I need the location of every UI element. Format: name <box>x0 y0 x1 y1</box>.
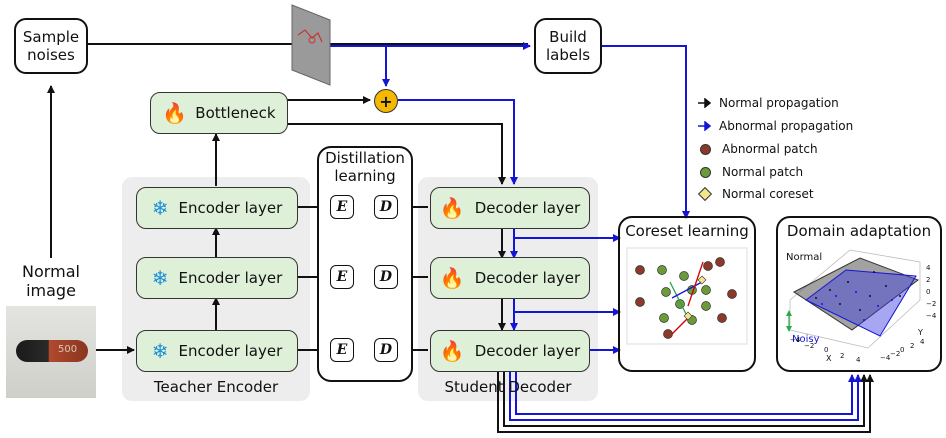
decoder-layer-label: Decoder layer <box>474 199 581 217</box>
encoder-feature-e2: E <box>330 265 354 289</box>
flame-icon: 🔥 <box>439 339 465 363</box>
student-decoder-label: Student Decoder <box>444 378 572 396</box>
encoder-layer-label: Encoder layer <box>178 342 283 360</box>
capsule-image <box>16 340 88 362</box>
encoder-layer-label: Encoder layer <box>178 199 283 217</box>
y-tick: 4 <box>920 338 925 346</box>
flame-icon: 🔥 <box>439 266 465 290</box>
x-tick: 4 <box>856 356 861 364</box>
normal-image-label: Normal image <box>22 262 80 300</box>
z-tick: 0 <box>926 288 931 296</box>
arrow-plus-to-decoder <box>398 99 518 185</box>
legend-abnormal-patch: Abnormal patch <box>700 142 818 156</box>
encoder-layer-label: Encoder layer <box>178 269 283 287</box>
plot-z-ticks: 4 2 0 −2 −4 <box>926 262 936 322</box>
distillation-label: Distillation learning <box>325 149 405 185</box>
plot-normal-label: Normal <box>786 252 823 263</box>
snowflake-icon: ❄ <box>151 266 169 290</box>
noise-image <box>291 4 331 86</box>
arrow-bottleneck-to-decoder <box>287 123 506 185</box>
blue-arrow-icon <box>698 121 712 131</box>
black-arrow-icon <box>698 98 712 108</box>
decoder-feature-d2: D <box>374 265 398 289</box>
z-tick: 2 <box>926 276 931 284</box>
z-tick: 4 <box>926 264 931 272</box>
x-tick: −4 <box>790 336 801 344</box>
decoder-layer-1: 🔥 Decoder layer <box>430 187 590 229</box>
decoder-layer-label: Decoder layer <box>474 342 581 360</box>
decoder-feature-d3: D <box>374 338 398 362</box>
x-tick: 2 <box>840 352 845 360</box>
x-tick: 0 <box>824 346 829 354</box>
decoder-layer-label: Decoder layer <box>474 269 581 287</box>
domain-plot <box>786 249 921 349</box>
flame-icon: 🔥 <box>162 101 188 125</box>
z-tick: −4 <box>926 312 937 320</box>
legend-normal-patch: Normal patch <box>700 165 803 179</box>
build-labels-node: Build labels <box>534 18 602 74</box>
y-tick: 2 <box>910 342 915 350</box>
y-tick: −4 <box>880 354 891 362</box>
coreset-learning-label: Coreset learning <box>625 222 749 240</box>
snowflake-icon: ❄ <box>151 339 169 363</box>
domain-adaptation-box <box>776 216 942 372</box>
legend-label: Normal patch <box>722 165 804 179</box>
snowflake-icon: ❄ <box>151 196 169 220</box>
y-tick: 0 <box>900 346 905 354</box>
brown-dot-icon <box>700 143 711 155</box>
encoder-feature-e3: E <box>330 338 354 362</box>
legend-label: Abnormal propagation <box>719 119 854 133</box>
decoder-feature-d1: D <box>374 195 398 219</box>
legend-label: Normal propagation <box>719 96 839 110</box>
legend-label: Normal coreset <box>722 187 814 201</box>
capsule-text: 500 <box>58 344 78 355</box>
legend-abnormal-propagation: Abnormal propagation <box>698 119 853 133</box>
plot-noisy-label: Noisy <box>792 334 820 345</box>
plot-axis-y: Y <box>918 328 923 337</box>
legend-label: Abnormal patch <box>722 142 818 156</box>
yellow-diamond-icon <box>697 186 713 202</box>
legend-normal-coreset: Normal coreset <box>697 186 814 202</box>
plot-axis-x: X <box>826 354 832 363</box>
normal-image: 500 <box>6 306 96 398</box>
encoder-layer-1: ❄ Encoder layer <box>136 187 298 229</box>
legend-normal-propagation: Normal propagation <box>698 96 839 110</box>
encoder-layer-2: ❄ Encoder layer <box>136 257 298 299</box>
z-tick: −2 <box>926 300 937 308</box>
flame-icon: 🔥 <box>439 196 465 220</box>
bottleneck-label: Bottleneck <box>195 104 276 122</box>
coreset-scatter <box>626 247 748 345</box>
y-tick: −2 <box>890 350 901 358</box>
green-dot-icon <box>700 166 711 178</box>
plus-circle-icon: + <box>374 89 398 113</box>
encoder-feature-e1: E <box>330 195 354 219</box>
decoder-layer-3: 🔥 Decoder layer <box>430 330 590 372</box>
arrow-labels-to-coreset <box>602 45 690 219</box>
teacher-encoder-label: Teacher Encoder <box>153 378 279 396</box>
coreset-learning-box <box>618 216 756 372</box>
bottleneck-node: 🔥 Bottleneck <box>150 92 288 134</box>
sample-noises-node: Sample noises <box>14 18 88 74</box>
encoder-layer-3: ❄ Encoder layer <box>136 330 298 372</box>
x-tick: −2 <box>804 342 815 350</box>
domain-adaptation-label: Domain adaptation <box>786 222 932 240</box>
decoder-layer-2: 🔥 Decoder layer <box>430 257 590 299</box>
